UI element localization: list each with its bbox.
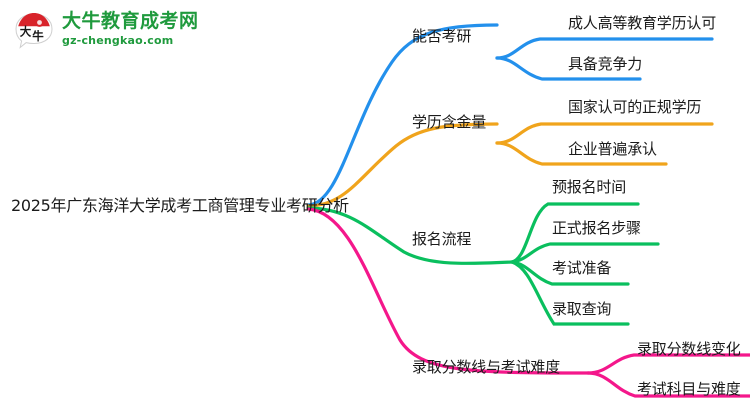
branch-label-fenshuxian-nandu[interactable]: 录取分数线与考试难度 — [412, 358, 561, 376]
leaf-label-yubaoming-shijian[interactable]: 预报名时间 — [552, 178, 627, 196]
leaf-label-qiye-pubian-chengren[interactable]: 企业普遍承认 — [568, 140, 657, 158]
leaf-label-luqu-chaxun[interactable]: 录取查询 — [552, 300, 612, 318]
branch-label-kaoyan-keneng[interactable]: 能否考研 — [412, 27, 472, 45]
branch-connector-xueli-hanjinliang — [306, 122, 714, 208]
root-node-label: 2025年广东海洋大学成考工商管理专业考研分析 — [11, 196, 349, 215]
leaf-label-jubei-jingzhengli[interactable]: 具备竞争力 — [568, 55, 643, 73]
leaf-label-luqu-fenshuxian-bianhua[interactable]: 录取分数线变化 — [637, 340, 741, 358]
branch-connector-kaoyan-keneng — [306, 23, 714, 207]
leaf-label-zhengshi-baoming-buzhou[interactable]: 正式报名步骤 — [552, 219, 641, 237]
logo-text-group: 大牛教育成考网 gz-chengkao.com — [62, 10, 202, 48]
daniu-bull-logo-icon: 大 牛 — [15, 13, 53, 49]
leaf-label-guojia-renke-xueli[interactable]: 国家认可的正规学历 — [568, 98, 702, 116]
site-logo[interactable]: 大 牛 大牛教育成考网 gz-chengkao.com — [10, 6, 200, 54]
branch-label-xueli-hanjinliang[interactable]: 学历含金量 — [412, 113, 487, 131]
leaf-label-kaoshi-zhunbei[interactable]: 考试准备 — [552, 259, 612, 277]
svg-text:牛: 牛 — [32, 29, 44, 43]
logo-site-name: 大牛教育成考网 — [62, 10, 199, 32]
logo-domain: gz-chengkao.com — [62, 34, 174, 47]
branch-connector-baoming-liucheng — [306, 202, 660, 326]
branch-label-baoming-liucheng[interactable]: 报名流程 — [412, 230, 472, 248]
branch-connector-fenshuxian-nandu — [306, 207, 750, 398]
leaf-label-chengren-xueli-renke[interactable]: 成人高等教育学历认可 — [568, 14, 717, 32]
svg-text:大: 大 — [20, 25, 32, 39]
leaf-label-kaoshi-kemu-nandu[interactable]: 考试科目与难度 — [637, 380, 741, 398]
